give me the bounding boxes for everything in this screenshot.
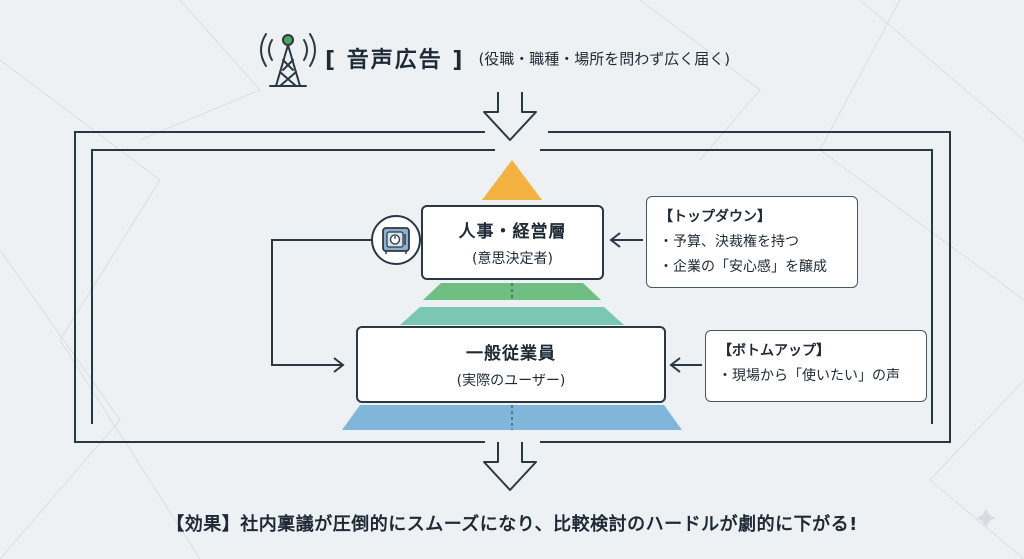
top-down-item: ・予算、決裁権を持つ [659, 234, 799, 250]
bottom-up-item: ・現場から「使いたい」の声 [718, 368, 900, 384]
employee-title: 一般従業員 [466, 344, 556, 364]
top-down-title: 【トップダウン】 [659, 209, 771, 225]
pyramid-band-top [482, 160, 542, 200]
employee-box: 一般従業員 (実際のユーザー) [356, 326, 666, 403]
radio-tower-icon [260, 33, 316, 87]
left-connector [271, 239, 372, 373]
employee-subtitle: (実際のユーザー) [456, 373, 566, 389]
bottom-up-title: 【ボトムアップ】 [718, 343, 830, 359]
header: [ 音声広告 ] (役職・職種・場所を問わず広く届く) [325, 38, 730, 78]
bottom-up-note: 【ボトムアップ】 ・現場から「使いたい」の声 [705, 330, 927, 402]
executive-subtitle: (意思決定者) [472, 251, 553, 267]
safe-icon [371, 215, 421, 265]
effect-statement: 【効果】社内稟議が圧倒的にスムーズになり、比較検討のハードルが劇的に下がる! [166, 514, 858, 535]
sparkle-icon [976, 508, 996, 528]
outer-frame-lines [74, 131, 951, 443]
top-down-note: 【トップダウン】 ・予算、決裁権を持つ ・企業の「安心感」を醸成 [646, 196, 858, 288]
header-subtitle: (役職・職種・場所を問わず広く届く) [478, 49, 731, 68]
executive-box: 人事・経営層 (意思決定者) [421, 205, 604, 280]
down-arrow-top [483, 92, 537, 141]
down-arrow-bottom [483, 442, 537, 491]
header-title: [ 音声広告 ] [325, 48, 465, 73]
top-down-item: ・企業の「安心感」を醸成 [659, 259, 827, 275]
executive-title: 人事・経営層 [458, 222, 567, 242]
note-arrows [609, 232, 702, 373]
pyramid [342, 160, 682, 430]
pyramid-band-3 [400, 307, 624, 325]
